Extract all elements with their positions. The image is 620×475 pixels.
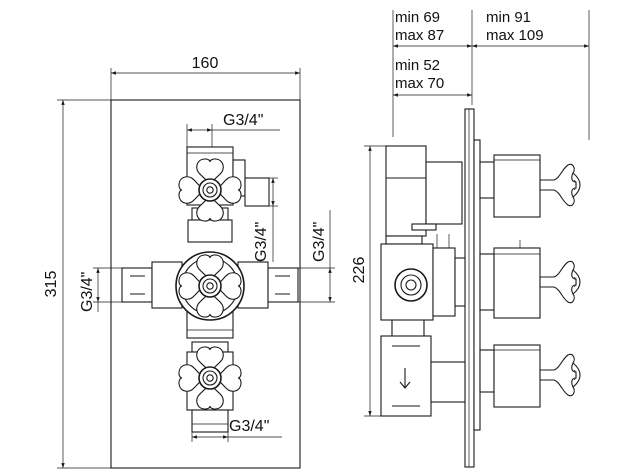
connection-right-upper-dimension: G3/4" (253, 177, 278, 262)
side-bottom-handle (479, 344, 581, 408)
front-width-label: 160 (192, 55, 219, 72)
depth-dimension-lines (392, 10, 590, 140)
connection-left-label: G3/4" (79, 272, 96, 312)
connection-bottom-dimension: G3/4" (191, 418, 282, 442)
front-width-dimension: 160 (110, 55, 301, 100)
depth-a-max: max 87 (395, 27, 444, 44)
front-cover-plate (110, 99, 301, 469)
side-cover-plate (464, 108, 475, 468)
depth-c-min: min 52 (395, 57, 440, 74)
front-height-label: 315 (43, 271, 60, 298)
side-middle-valve-body (380, 234, 466, 337)
middle-thermostat-handle (175, 251, 245, 321)
side-bottom-valve-body (380, 335, 466, 417)
middle-left-body (121, 267, 153, 303)
side-middle-handle (479, 240, 581, 319)
front-height-dimension: 315 (43, 99, 111, 469)
depth-b-min: min 91 (486, 9, 531, 26)
depth-c-max: max 70 (395, 75, 444, 92)
middle-right-body (267, 267, 299, 303)
connection-bottom-label: G3/4" (229, 418, 269, 435)
depth-b-max: max 109 (486, 27, 544, 44)
side-view: min 69 max 87 min 91 max 109 min 52 max … (351, 9, 590, 468)
connection-right-upper-label: G3/4" (253, 222, 270, 262)
side-top-valve-body (385, 145, 463, 245)
connection-left-dimension: G3/4" (79, 267, 122, 312)
connection-top-dimension: G3/4" (186, 112, 280, 147)
connection-top-label: G3/4" (223, 112, 263, 129)
side-height-label: 226 (351, 257, 368, 284)
connection-right-label: G3/4" (311, 222, 328, 262)
side-top-handle (479, 154, 581, 218)
depth-a-min: min 69 (395, 9, 440, 26)
connection-right-dimension: G3/4" (298, 210, 335, 303)
front-view: 160 315 (43, 55, 335, 469)
